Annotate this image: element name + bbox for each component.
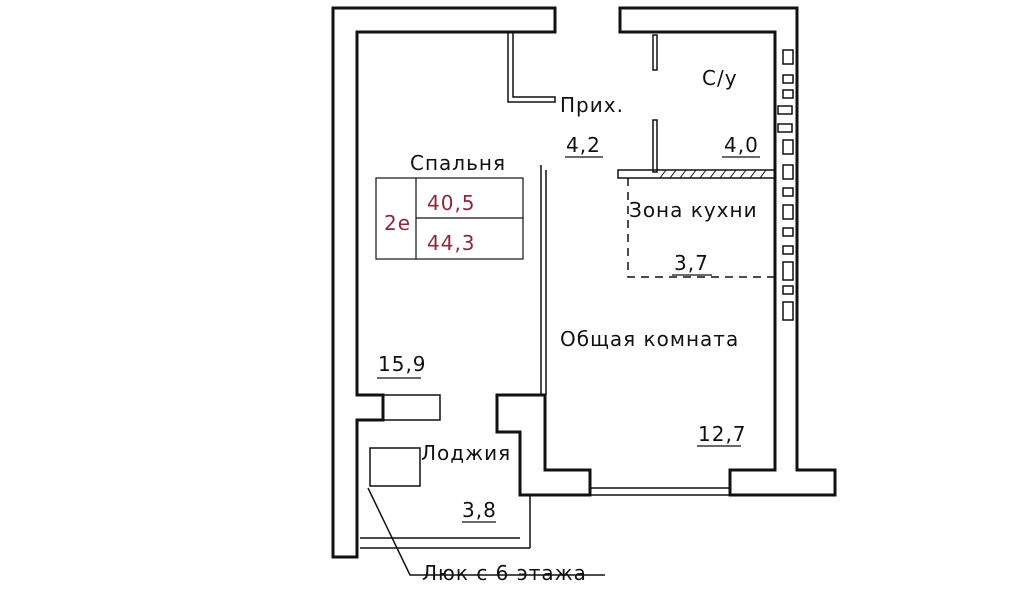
- area-underlines: [377, 156, 760, 523]
- living-area-total: 40,5: [427, 191, 476, 215]
- ventilation: [777, 49, 794, 321]
- hatch: [659, 169, 767, 179]
- summary-table: [375, 177, 524, 260]
- room-label-bathroom: С/у: [702, 66, 738, 90]
- apartment-type: 2е: [384, 211, 411, 235]
- partitions: [360, 32, 776, 576]
- room-label-kitchen: Зона кухни: [629, 198, 758, 222]
- room-label-living: Общая комната: [560, 327, 739, 351]
- room-area-kitchen: 3,7: [674, 251, 709, 275]
- room-area-living: 12,7: [698, 422, 747, 446]
- room-label-bedroom: Спальня: [410, 151, 506, 175]
- room-label-loggia: Лоджия: [421, 441, 511, 465]
- room-area-hall: 4,2: [566, 133, 601, 157]
- room-label-hall: Прих.: [560, 93, 624, 117]
- room-area-loggia: 3,8: [462, 498, 497, 522]
- room-area-bedroom: 15,9: [378, 352, 427, 376]
- kitchen-zone-boundary: [627, 178, 775, 278]
- hatch-note: Люк с 6 этажа: [422, 561, 587, 585]
- total-area: 44,3: [427, 231, 476, 255]
- room-area-bathroom: 4,0: [724, 133, 759, 157]
